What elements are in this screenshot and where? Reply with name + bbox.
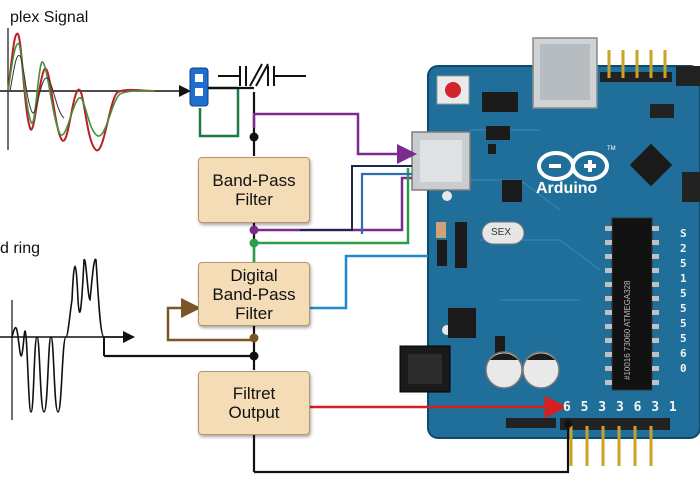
input-connector <box>189 67 209 107</box>
capacitor <box>436 222 446 238</box>
header-pins-bottom <box>506 418 670 466</box>
filtret-output-block: Filtret Output <box>198 371 310 435</box>
wire-navy <box>300 165 412 231</box>
crystal-oscillator <box>481 221 525 245</box>
arduino-logo-text: Arduino <box>536 180 598 197</box>
arduino-board <box>427 65 700 439</box>
ringing-signal-title: d ring <box>0 240 41 257</box>
bottom-pin-labels: 6 5 3 3 6 3 1 <box>563 400 678 415</box>
atmega-chip <box>605 217 659 391</box>
ringing-signal-plot <box>0 258 135 420</box>
filtret-output-line1: Filtret <box>232 384 276 403</box>
chip-marking: #10016 73060 ATMEGA328 <box>623 280 632 380</box>
digital-filter-line3: Filter <box>235 303 273 323</box>
band-pass-filter-block: Band-Pass Filter <box>198 157 310 223</box>
crystal-label: SEX <box>491 227 512 238</box>
arduino-logo <box>537 151 609 181</box>
junction-dots <box>249 132 572 428</box>
dc-power-jack <box>399 345 451 393</box>
wire-blue <box>285 172 428 318</box>
composite-signal-title: plex Signal <box>10 9 89 26</box>
header-pins-top <box>600 50 700 202</box>
arduino-trademark: TM <box>607 146 616 152</box>
electrolytic-capacitors <box>485 351 560 389</box>
reset-button <box>436 75 470 105</box>
capacitor-symbol <box>218 63 306 87</box>
filtret-output-line2: Output <box>228 403 280 422</box>
usb-b-port <box>411 131 471 191</box>
right-pin-labels: S 2 5 1 5 5 5 5 6 0 <box>680 227 687 375</box>
composite-signal-plot <box>0 28 191 152</box>
band-pass-line1: Band-Pass <box>212 171 296 190</box>
band-pass-line2: Filter <box>235 190 273 209</box>
digital-band-pass-filter-block: Digital Band-Pass Filter <box>198 262 310 326</box>
usb-connector <box>532 37 598 109</box>
digital-filter-line1: Digital <box>230 265 278 285</box>
digital-filter-line2: Band-Pass <box>212 284 296 304</box>
